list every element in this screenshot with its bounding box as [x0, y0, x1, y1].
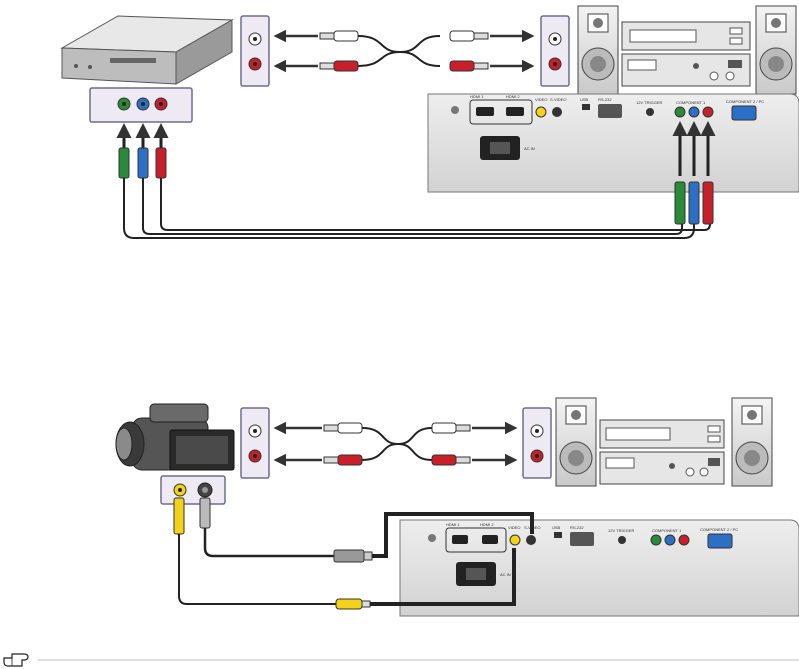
projector-rear-panel: HDMI 1 HDMI 2 VIDEO S-VIDEO USB RS-232 1…	[427, 93, 799, 193]
port-label-hdmi1: HDMI 1	[470, 94, 484, 99]
projector-rear-panel-2: HDMI 1 HDMI 2 VIDEO S-VIDEO USB RS-232 1…	[399, 519, 799, 617]
port-label-video: VIDEO	[535, 97, 547, 102]
video-cable	[173, 497, 516, 610]
stereo-system	[577, 5, 797, 95]
source-video-panel	[160, 475, 226, 505]
port-label-hdmi2: HDMI 2	[506, 94, 520, 99]
port-label-component1-2: COMPONENT 1	[652, 528, 682, 533]
audio-in-panel	[540, 15, 570, 87]
port-label-video-2: VIDEO	[508, 525, 520, 530]
port-label-ac: AC IN	[524, 146, 535, 151]
note-hand-icon	[3, 653, 29, 667]
port-label-hdmi2-2: HDMI 2	[480, 522, 494, 527]
port-label-rs232: RS-232	[598, 97, 612, 102]
audio-out-panel-2	[240, 407, 270, 479]
port-label-trigger-2: 12V TRIGGER	[608, 528, 634, 533]
audio-cable-2	[273, 421, 518, 467]
dvd-player	[60, 15, 234, 85]
audio-in-panel-2	[522, 407, 552, 479]
svideo-cable	[199, 497, 534, 563]
component-cable	[116, 121, 716, 239]
port-label-component2-2: COMPONENT 2 / PC	[700, 527, 738, 532]
port-label-svideo: S-VIDEO	[550, 97, 566, 102]
port-label-component2: COMPONENT 2 / PC	[726, 99, 764, 104]
audio-cable	[273, 29, 535, 73]
port-label-component1: COMPONENT 1	[676, 100, 706, 105]
port-label-trigger: 12V TRIGGER	[636, 100, 662, 105]
source-component-panel	[89, 87, 193, 123]
port-label-rs232-2: RS-232	[570, 525, 584, 530]
port-label-hdmi1-2: HDMI 1	[446, 522, 460, 527]
stereo-system-2	[555, 397, 773, 487]
port-label-usb-2: USB	[552, 525, 561, 530]
port-label-ac-2: AC IN	[500, 572, 511, 577]
port-label-usb: USB	[580, 97, 589, 102]
audio-out-panel	[240, 15, 270, 87]
camcorder	[115, 403, 235, 471]
